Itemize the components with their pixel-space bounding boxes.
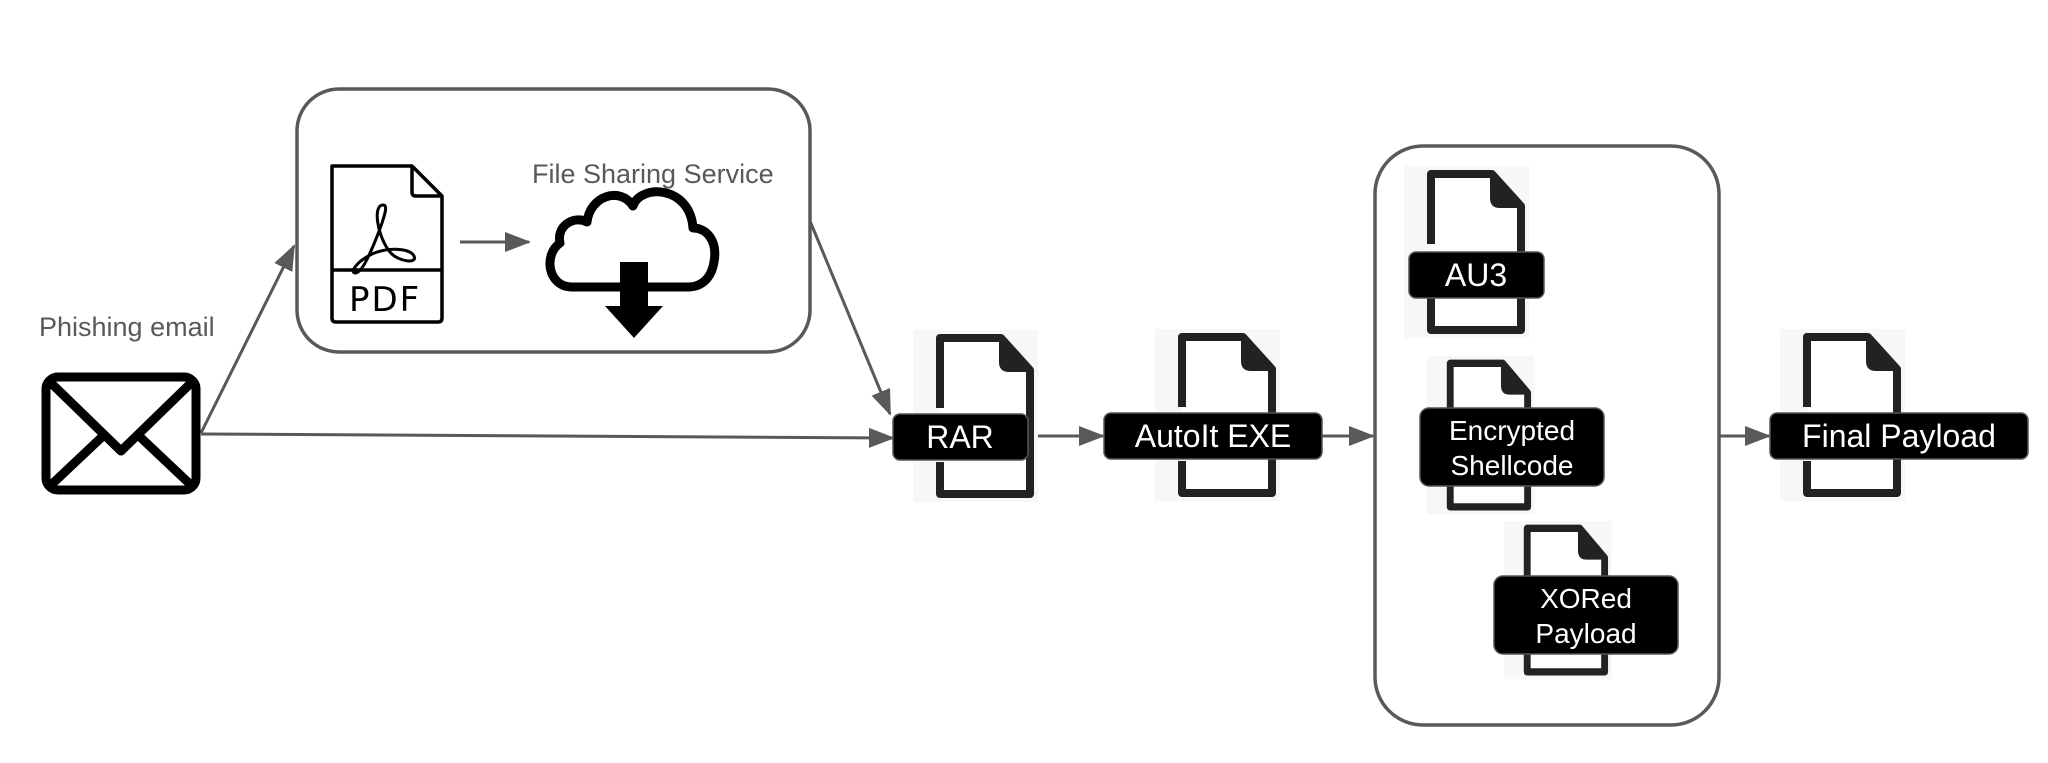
rar-label: RAR [926, 419, 994, 455]
node-final-payload: Final Payload [1769, 329, 2029, 501]
pdf-file-icon: PDF [330, 164, 444, 324]
xored-payload-label-line2: Payload [1535, 618, 1636, 649]
node-encrypted-shellcode: Encrypted Shellcode [1419, 356, 1605, 514]
node-phishing-email: Phishing email [39, 312, 215, 495]
delivery-group: PDF File Sharing Service [295, 87, 812, 354]
node-au3: AU3 [1404, 166, 1545, 338]
edge-email-to-rar [200, 427, 895, 448]
file-sharing-service-label: File Sharing Service [532, 159, 774, 189]
cloud-download-icon [545, 187, 720, 338]
connectors [199, 220, 1771, 448]
autoit-contents-group: AU3 Encrypted Shellcode XORed Payload [1373, 144, 1721, 727]
edge-delivery-to-rar [808, 220, 892, 416]
node-autoit-exe: AutoIt EXE [1103, 329, 1323, 501]
edge-email-to-delivery [199, 244, 296, 434]
node-xored-payload: XORed Payload [1493, 521, 1679, 679]
node-rar: RAR [892, 330, 1038, 502]
encrypted-shellcode-label-line1: Encrypted [1449, 415, 1575, 446]
pdf-label: PDF [349, 280, 421, 320]
final-payload-label: Final Payload [1802, 418, 1996, 454]
encrypted-shellcode-label-line2: Shellcode [1451, 450, 1574, 481]
xored-payload-label-line1: XORed [1540, 583, 1632, 614]
phishing-email-label: Phishing email [39, 312, 215, 342]
envelope-icon [41, 372, 201, 495]
autoit-exe-label: AutoIt EXE [1135, 418, 1292, 454]
au3-label: AU3 [1445, 257, 1507, 293]
